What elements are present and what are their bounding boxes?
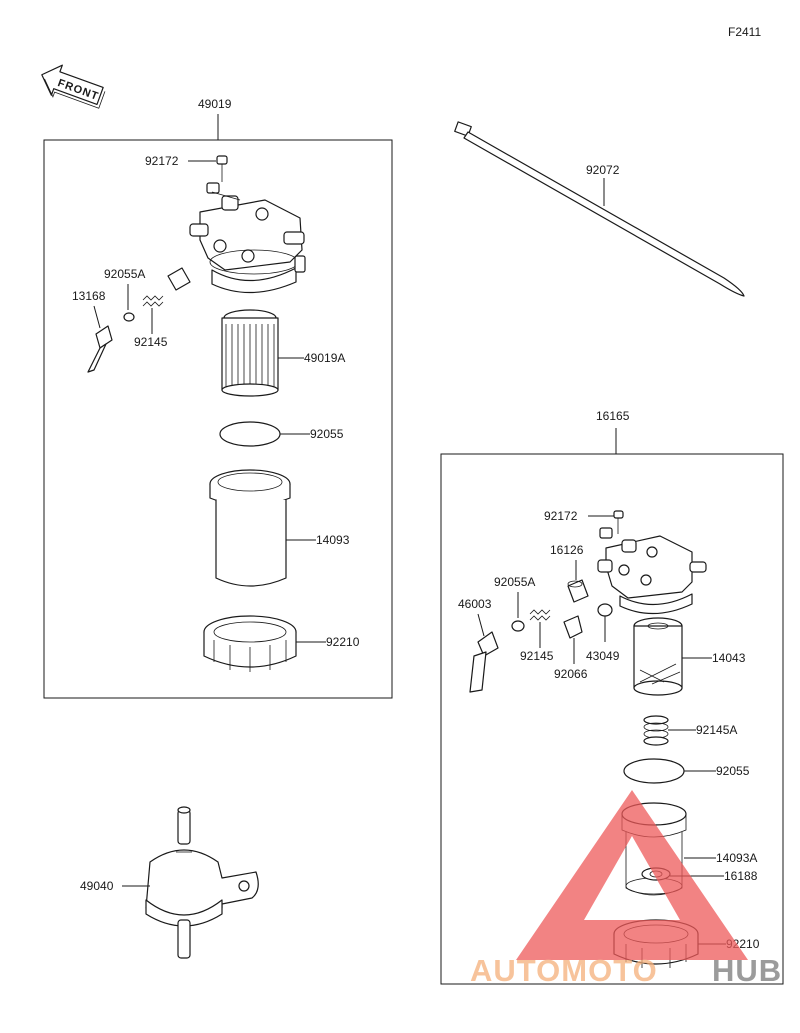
callout-l-spring: 92145	[134, 335, 168, 349]
assembly-box-left	[43, 139, 393, 699]
fitting-icon	[167, 267, 191, 291]
callout-r-gasket: 92055	[716, 764, 750, 778]
callout-r-spring-a: 92145A	[696, 723, 737, 737]
callout-l-bowl: 14093	[316, 533, 350, 547]
figure-code: F2411	[728, 25, 761, 39]
callout-l-lever: 13168	[72, 289, 106, 303]
callout-r-float: 16188	[724, 869, 758, 883]
callout-l-ring: 92210	[326, 635, 360, 649]
bolt-icon	[216, 155, 228, 182]
callout-l-gasket: 92055	[310, 427, 344, 441]
callout-tie: 92072	[586, 163, 620, 177]
callout-inline-filter: 49040	[80, 879, 114, 893]
callout-r-oring-small: 92055A	[494, 575, 535, 589]
valve-body-left	[189, 182, 306, 294]
bowl-left	[209, 469, 291, 587]
callout-r-filter: 14043	[712, 651, 746, 665]
callout-l-oring-small: 92055A	[104, 267, 145, 281]
assembly-box-right	[440, 453, 784, 985]
callout-l-filter: 49019A	[304, 351, 345, 365]
bolt-icon-right	[613, 510, 624, 534]
watermark-triangle-icon	[516, 790, 748, 960]
callout-r-bowl: 14093A	[716, 851, 757, 865]
callout-r-lever: 46003	[458, 597, 492, 611]
assembly-label-left: 49019	[198, 97, 232, 111]
ring-nut-left	[203, 615, 297, 672]
gasket-right	[623, 758, 685, 784]
cap-icon	[567, 579, 589, 603]
front-arrow-icon: FRONT	[41, 64, 106, 109]
callout-r-washer: 43049	[586, 649, 620, 663]
valve-body-right	[597, 527, 707, 615]
callout-r-plug: 92066	[554, 667, 588, 681]
spring-icon-right	[529, 609, 551, 621]
spring-icon	[142, 295, 164, 307]
watermark: AUTOMOTO HUB	[470, 790, 782, 988]
plug-icon	[563, 615, 583, 639]
lever-icon	[87, 325, 113, 373]
spring-large-icon	[643, 715, 669, 746]
callout-r-spring: 92145	[520, 649, 554, 663]
gasket-left	[219, 421, 281, 447]
assembly-label-right: 16165	[596, 409, 630, 423]
callout-r-cap: 16126	[550, 543, 584, 557]
callout-l-bolt: 92172	[145, 154, 179, 168]
watermark-word-b: HUB	[712, 953, 782, 988]
cable-tie-icon	[454, 121, 745, 297]
filter-element-left	[221, 309, 279, 397]
watermark-word-a: AUTOMOTO	[470, 953, 658, 988]
washer-icon	[597, 603, 613, 617]
oring-small-icon	[123, 312, 135, 322]
callout-r-bolt: 92172	[544, 509, 578, 523]
filter-element-right	[633, 617, 683, 696]
lever-icon-right	[469, 631, 499, 693]
inline-filter-icon	[145, 806, 259, 959]
oring-small-icon-right	[511, 620, 525, 632]
